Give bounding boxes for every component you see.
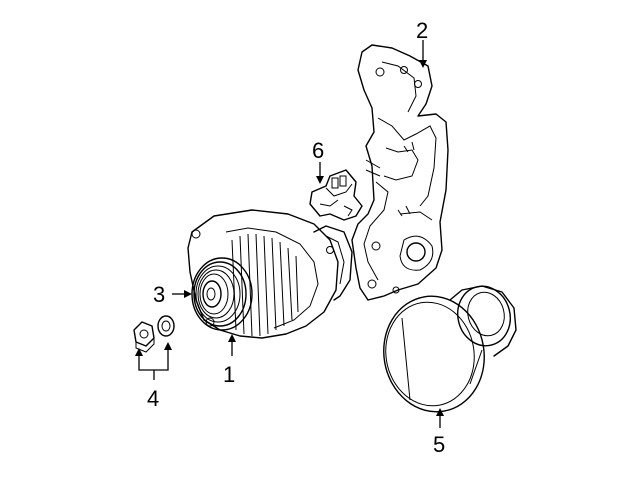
nut-and-washer xyxy=(133,315,175,353)
callout-3: 3 xyxy=(153,282,165,307)
callout-2: 2 xyxy=(416,18,428,43)
callout-6: 6 xyxy=(312,138,324,163)
callout-5: 5 xyxy=(433,432,445,457)
pulley-cover xyxy=(383,285,517,413)
voltage-regulator xyxy=(309,169,363,221)
callout-4: 4 xyxy=(147,386,159,411)
alternator xyxy=(187,209,353,339)
mounting-bracket xyxy=(351,44,449,301)
leader-lines xyxy=(135,40,444,428)
callout-1: 1 xyxy=(223,362,235,387)
